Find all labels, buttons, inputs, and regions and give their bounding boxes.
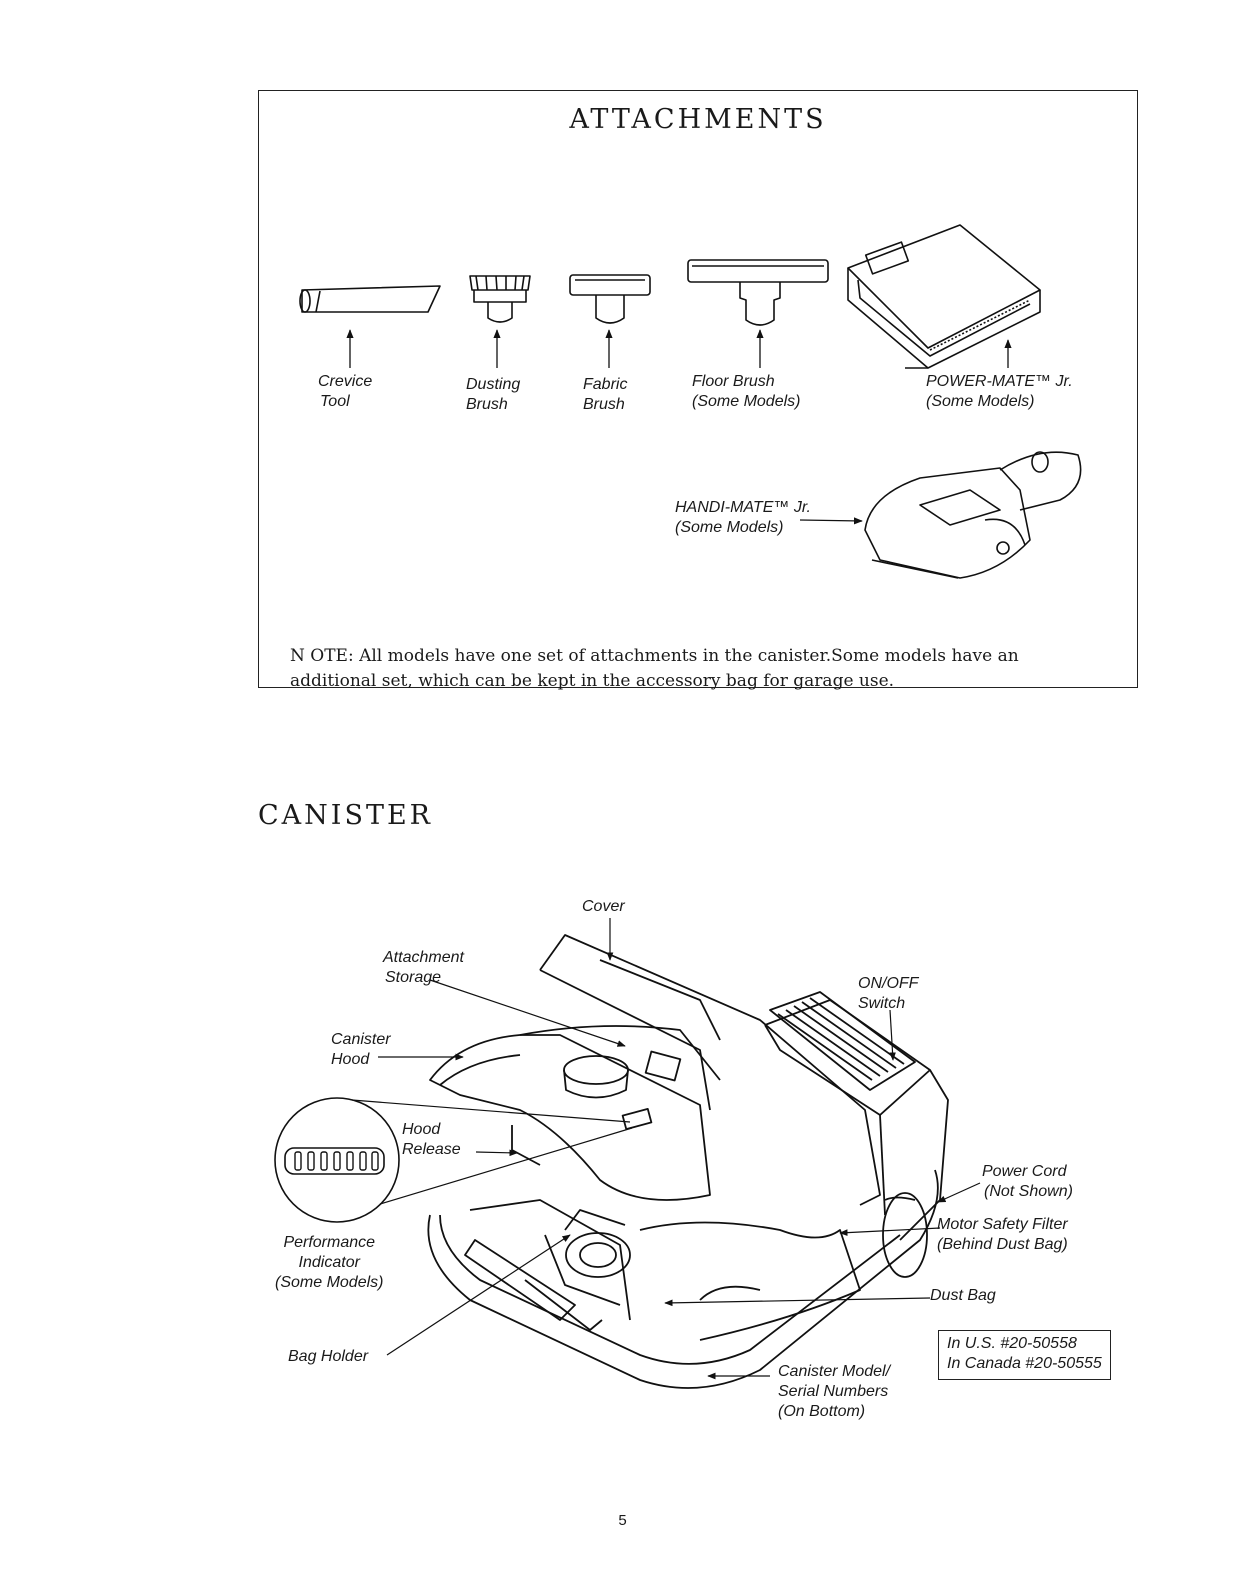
dusting-brush-drawing <box>469 275 531 323</box>
part-number-canada: In Canada #20-50555 <box>947 1355 1102 1372</box>
label-power-mate: POWER-MATE™ Jr.(Some Models) <box>926 373 1073 410</box>
label-onoff-switch: ON/OFF Switch <box>858 975 919 1012</box>
attachments-title: ATTACHMENTS <box>569 104 827 135</box>
handi-mate-drawing <box>864 451 1082 579</box>
attachments-box <box>258 90 1138 688</box>
canister-title: CANISTER <box>258 800 433 831</box>
crevice-tool-drawing <box>299 285 441 313</box>
dust-bag-part-numbers: In U.S. #20-50558 In Canada #20-50555 <box>938 1330 1111 1380</box>
label-cover: Cover <box>582 898 625 915</box>
label-power-cord: Power Cord (Not Shown) <box>982 1163 1073 1200</box>
label-performance-indicator: Performance Indicator (Some Models) <box>275 1234 384 1291</box>
label-bag-holder: Bag Holder <box>288 1348 369 1365</box>
label-motor-safety-filter: Motor Safety Filter (Behind Dust Bag) <box>937 1216 1068 1253</box>
floor-brush-drawing <box>687 259 829 326</box>
label-handi-mate: HANDI-MATE™ Jr.(Some Models) <box>675 499 811 536</box>
label-dust-bag: Dust Bag <box>930 1287 996 1304</box>
label-hood-release: Hood Release <box>402 1121 461 1158</box>
label-attachment-storage: Attachment Storage <box>383 949 464 986</box>
label-canister-hood: Canister Hood <box>331 1031 391 1068</box>
attachments-note: N OTE: All models have one set of attach… <box>290 646 1019 691</box>
power-mate-drawing <box>847 224 1041 369</box>
performance-indicator-magnified <box>274 1097 400 1223</box>
label-serial-numbers: Canister Model/ Serial Numbers (On Botto… <box>778 1363 891 1420</box>
label-floor-brush: Floor Brush(Some Models) <box>692 373 801 410</box>
part-number-us: In U.S. #20-50558 <box>947 1335 1077 1352</box>
fabric-brush-drawing <box>569 274 651 324</box>
page-number: 5 <box>618 1512 627 1529</box>
